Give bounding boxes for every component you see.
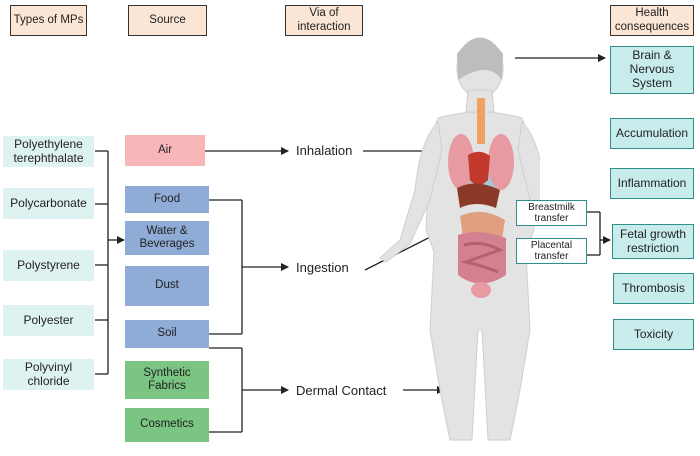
mp-type-polyester: Polyester: [3, 305, 94, 336]
source-dust: Dust: [125, 266, 209, 306]
consequence-toxicity: Toxicity: [613, 319, 694, 350]
consequence-fetal-growth-restriction: Fetal growth restriction: [612, 224, 694, 259]
header-source: Source: [128, 5, 207, 36]
source-soil: Soil: [125, 320, 209, 348]
source-water-beverages: Water & Beverages: [125, 221, 209, 255]
transfer-bracket: [587, 211, 611, 256]
dermal-bracket: [209, 347, 289, 433]
mp-type-polycarbonate: Polycarbonate: [3, 188, 94, 219]
mp-type-polystyrene: Polystyrene: [3, 250, 94, 281]
consequence-inflammation: Inflammation: [610, 168, 694, 199]
organs: [448, 98, 514, 298]
ingestion-bracket: [209, 199, 289, 335]
human-body-illustration: [379, 37, 540, 441]
source-food: Food: [125, 186, 209, 213]
route-inhalation: Inhalation: [296, 143, 353, 158]
header-health-consequences: Health consequences: [610, 5, 694, 36]
consequence-accumulation: Accumulation: [610, 118, 694, 149]
consequence-brain-nervous-system: Brain & Nervous System: [610, 46, 694, 94]
source-air: Air: [125, 135, 205, 166]
header-via-of-interaction: Via of interaction: [285, 5, 363, 36]
mp-type-polyethylene-terephthalate: Polyethylene terephthalate: [3, 136, 94, 167]
mp-type-polyvinyl-chloride: Polyvinyl chloride: [3, 359, 94, 390]
mp-types-bracket: [95, 150, 125, 375]
consequence-thrombosis: Thrombosis: [613, 273, 694, 304]
route-dermal-contact: Dermal Contact: [296, 383, 387, 398]
source-cosmetics: Cosmetics: [125, 408, 209, 442]
source-synthetic-fabrics: Synthetic Fabrics: [125, 361, 209, 399]
route-ingestion: Ingestion: [296, 260, 349, 275]
header-types-of-mps: Types of MPs: [10, 5, 87, 36]
breastmilk-transfer-box: Breastmilk transfer: [516, 200, 587, 226]
placental-transfer-box: Placental transfer: [516, 238, 587, 264]
